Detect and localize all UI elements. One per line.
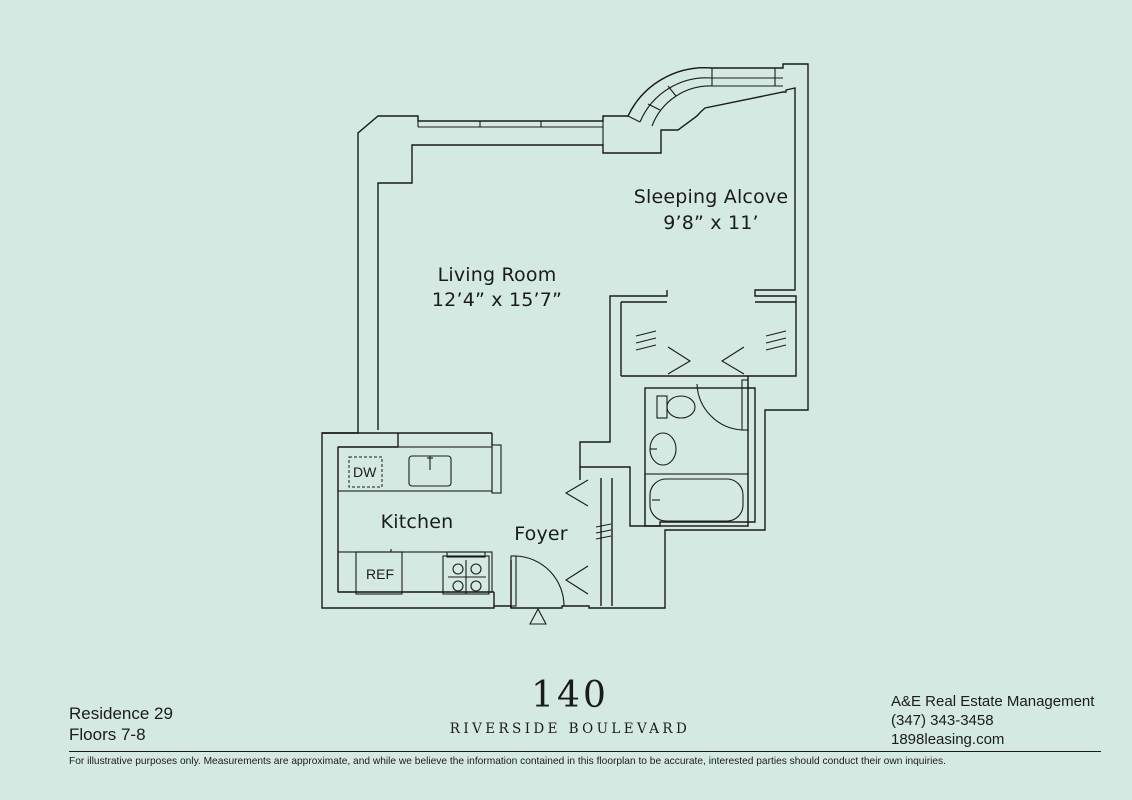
living-room-name: Living Room bbox=[438, 264, 557, 286]
bathroom-door bbox=[741, 379, 749, 431]
bathroom bbox=[644, 379, 749, 527]
building-address: 140 RIVERSIDE BOULEVARD bbox=[400, 675, 740, 738]
room-labels: Sleeping Alcove 9’8” x 11’ Living Room 1… bbox=[381, 186, 788, 545]
disclaimer-text: For illustrative purposes only. Measurem… bbox=[69, 756, 946, 767]
entry-marker bbox=[529, 607, 547, 625]
bay-window bbox=[627, 67, 783, 127]
dishwasher bbox=[348, 456, 383, 488]
management-phone: (347) 343-3458 bbox=[891, 712, 994, 729]
address-number: 140 bbox=[531, 675, 609, 716]
management-contact: A&E Real Estate Management (347) 343-345… bbox=[891, 692, 1094, 749]
dishwasher-label: DW bbox=[353, 464, 377, 480]
kitchen-name: Kitchen bbox=[381, 511, 454, 533]
living-room-dims: 12’4” x 15’7” bbox=[432, 289, 562, 311]
living-room-window bbox=[417, 116, 604, 145]
sleeping-alcove-dims: 9’8” x 11’ bbox=[663, 212, 759, 234]
bathtub bbox=[644, 473, 749, 527]
refrigerator-label: REF bbox=[366, 566, 394, 582]
residence-info: Residence 29 Floors 7-8 bbox=[69, 703, 173, 745]
management-company: A&E Real Estate Management bbox=[891, 693, 1095, 710]
management-website[interactable]: 1898leasing.com bbox=[891, 731, 1005, 748]
toilet bbox=[656, 395, 668, 419]
foyer-name: Foyer bbox=[514, 523, 568, 545]
floorplan: DW REF bbox=[321, 63, 809, 625]
refrigerator bbox=[355, 551, 403, 595]
alcove-closets bbox=[620, 301, 796, 377]
footer-divider bbox=[69, 751, 1101, 752]
residence-unit: Residence 29 bbox=[69, 704, 173, 723]
kitchen-area: DW REF bbox=[322, 432, 502, 606]
residence-floors: Floors 7-8 bbox=[69, 725, 146, 744]
foyer-closet bbox=[564, 467, 613, 606]
sleeping-alcove-name: Sleeping Alcove bbox=[634, 186, 788, 208]
entry-door bbox=[510, 555, 565, 608]
address-street: RIVERSIDE BOULEVARD bbox=[449, 721, 691, 737]
